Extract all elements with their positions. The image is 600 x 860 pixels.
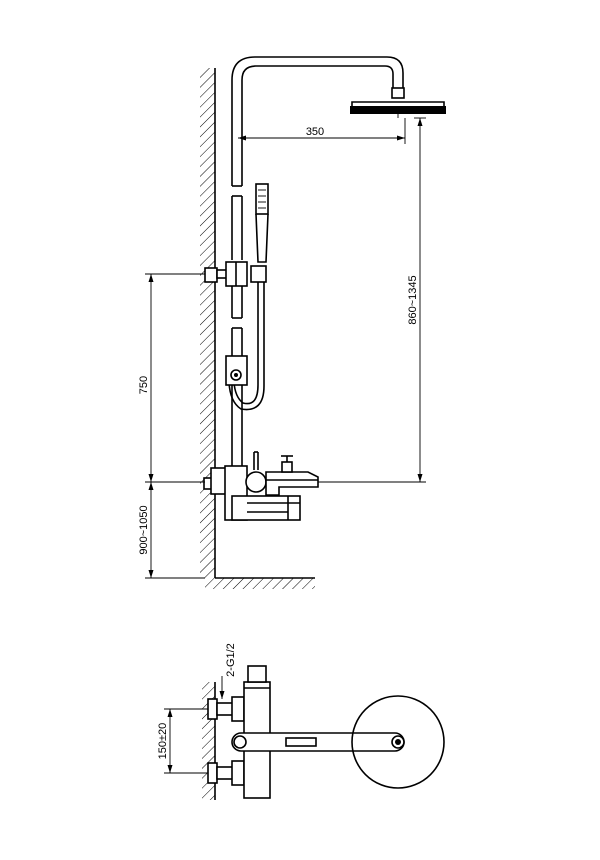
thermostatic-mixer xyxy=(203,465,301,521)
plan-mixer-body xyxy=(243,665,271,799)
slide-holder xyxy=(225,355,248,386)
floor-hatching xyxy=(205,577,315,589)
plan-arm xyxy=(231,732,405,752)
label-head-reach: 350 xyxy=(306,126,324,138)
diverter-knob xyxy=(245,451,267,493)
plan-shower-head xyxy=(351,695,445,789)
plan-upper-inlet xyxy=(207,696,245,722)
dimension-riser-height: 860~1345 xyxy=(318,117,426,483)
dimension-mixer-height: 900~1050 xyxy=(138,482,205,579)
rain-shower-head xyxy=(350,87,446,118)
flexible-hose xyxy=(228,282,265,411)
wall-hatching xyxy=(200,68,216,578)
upper-wall-bracket xyxy=(204,261,248,287)
riser-pipe xyxy=(231,56,404,466)
label-inlet-spacing: 150±20 xyxy=(157,723,169,760)
hand-shower xyxy=(250,183,269,283)
label-bracket-spacing: 750 xyxy=(138,376,150,394)
dimension-bracket-spacing: 750 xyxy=(138,273,205,483)
bath-spout xyxy=(265,455,319,496)
side-elevation-view: 350 860~1345 750 900~1050 xyxy=(138,56,446,589)
dimension-inlet-thread: 2-G1/2 xyxy=(219,643,237,699)
plan-lower-inlet xyxy=(207,760,245,786)
dimension-head-reach: 350 xyxy=(238,118,406,144)
label-inlet-thread: 2-G1/2 xyxy=(225,643,237,677)
plan-view: 2-G1/2 150±20 xyxy=(157,643,445,800)
label-mixer-height: 900~1050 xyxy=(138,505,150,554)
dimension-inlet-spacing: 150±20 xyxy=(157,708,208,774)
label-riser-height: 860~1345 xyxy=(407,275,419,324)
